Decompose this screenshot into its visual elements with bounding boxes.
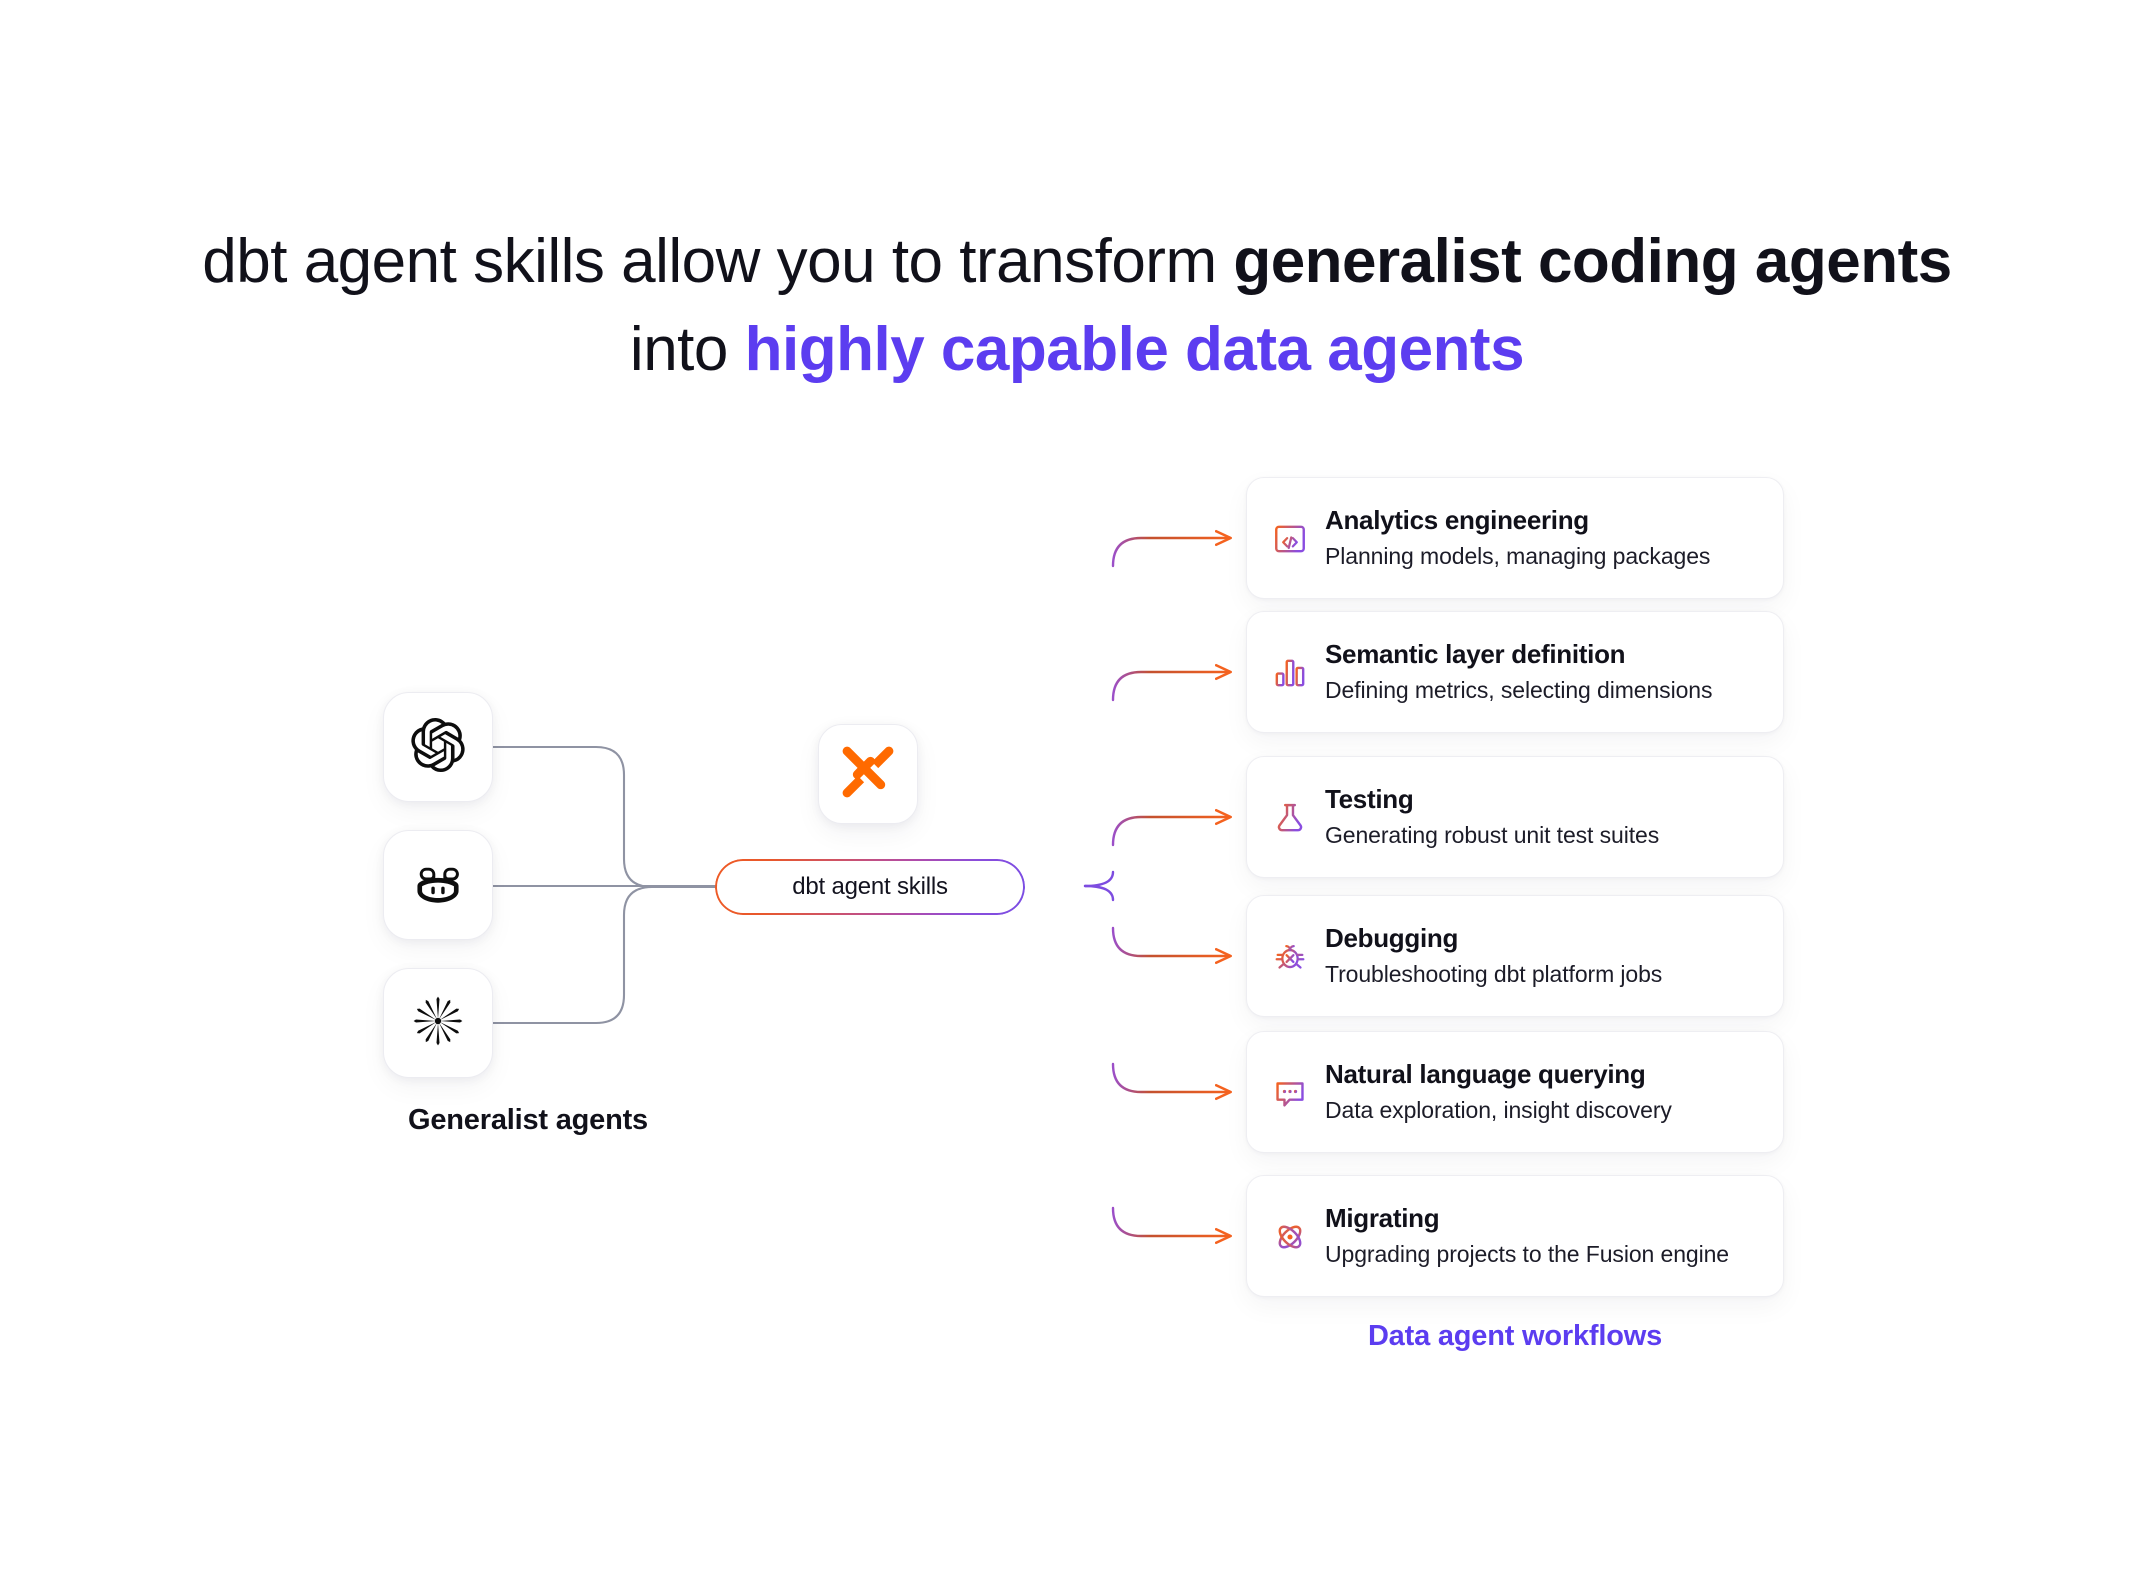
dbt-agent-skills-pill-label: dbt agent skills bbox=[792, 873, 948, 900]
page-title: dbt agent skills allow you to transform … bbox=[0, 218, 2154, 394]
workflow-card-text: Migrating Upgrading projects to the Fusi… bbox=[1325, 1201, 1783, 1271]
copilot-logo-icon bbox=[410, 855, 466, 916]
workflow-card-testing[interactable]: Testing Generating robust unit test suit… bbox=[1246, 756, 1784, 878]
left-wires bbox=[491, 745, 719, 1025]
workflow-card-debugging[interactable]: Debugging Troubleshooting dbt platform j… bbox=[1246, 895, 1784, 1017]
agent-tile-github-copilot[interactable] bbox=[383, 830, 493, 940]
workflow-card-migrating[interactable]: Migrating Upgrading projects to the Fusi… bbox=[1246, 1175, 1784, 1297]
workflow-card-subtitle: Troubleshooting dbt platform jobs bbox=[1325, 961, 1663, 987]
dbt-logo-tile[interactable] bbox=[818, 724, 918, 824]
flask-icon bbox=[1273, 801, 1307, 835]
claude-starburst-icon bbox=[409, 992, 467, 1055]
dbt-logo-icon bbox=[837, 741, 899, 808]
workflow-card-text: Semantic layer definition Defining metri… bbox=[1325, 637, 1783, 707]
branch-wires bbox=[1111, 538, 1230, 1236]
headline-line1-plain: dbt agent skills allow you to transform bbox=[202, 227, 1234, 296]
workflow-card-text: Natural language querying Data explorati… bbox=[1325, 1057, 1783, 1127]
data-agent-workflows-label: Data agent workflows bbox=[1367, 1320, 1663, 1352]
dbt-agent-skills-pill[interactable]: dbt agent skills bbox=[717, 861, 1023, 913]
bug-icon bbox=[1273, 940, 1307, 974]
workflow-card-text: Analytics engineering Planning models, m… bbox=[1325, 503, 1783, 573]
workflow-card-title: Testing bbox=[1325, 784, 1414, 814]
trunk-junction-top bbox=[1083, 870, 1115, 888]
workflow-card-analytics-engineering[interactable]: Analytics engineering Planning models, m… bbox=[1246, 477, 1784, 599]
workflow-card-title: Natural language querying bbox=[1325, 1059, 1646, 1089]
headline-line2-accent: highly capable data agents bbox=[744, 315, 1525, 384]
workflow-card-subtitle: Defining metrics, selecting dimensions bbox=[1325, 677, 1713, 703]
workflow-card-text: Debugging Troubleshooting dbt platform j… bbox=[1325, 921, 1783, 991]
openai-logo-icon bbox=[411, 717, 465, 777]
workflow-card-subtitle: Generating robust unit test suites bbox=[1325, 822, 1660, 848]
headline-line2-plain: into bbox=[629, 315, 745, 384]
agent-tile-openai[interactable] bbox=[383, 692, 493, 802]
chat-bubble-icon bbox=[1273, 1076, 1307, 1110]
headline-line1-bold: generalist coding agents bbox=[1233, 227, 1952, 296]
workflow-card-natural-language-querying[interactable]: Natural language querying Data explorati… bbox=[1246, 1031, 1784, 1153]
bar-chart-icon bbox=[1273, 656, 1307, 690]
workflow-card-text: Testing Generating robust unit test suit… bbox=[1325, 782, 1783, 852]
agent-tile-claude[interactable] bbox=[383, 968, 493, 1078]
workflow-card-title: Analytics engineering bbox=[1325, 505, 1589, 535]
workflow-card-semantic-layer-definition[interactable]: Semantic layer definition Defining metri… bbox=[1246, 611, 1784, 733]
workflow-card-title: Debugging bbox=[1325, 923, 1459, 953]
trunk-junction-bottom bbox=[1083, 884, 1115, 902]
generalist-agents-label: Generalist agents bbox=[408, 1104, 648, 1136]
code-window-icon bbox=[1273, 522, 1307, 556]
workflow-card-subtitle: Upgrading projects to the Fusion engine bbox=[1325, 1241, 1729, 1267]
workflow-card-title: Semantic layer definition bbox=[1325, 639, 1626, 669]
workflow-card-subtitle: Data exploration, insight discovery bbox=[1325, 1097, 1672, 1123]
workflow-card-subtitle: Planning models, managing packages bbox=[1325, 543, 1711, 569]
workflow-card-title: Migrating bbox=[1325, 1203, 1440, 1233]
atom-icon bbox=[1273, 1220, 1307, 1254]
